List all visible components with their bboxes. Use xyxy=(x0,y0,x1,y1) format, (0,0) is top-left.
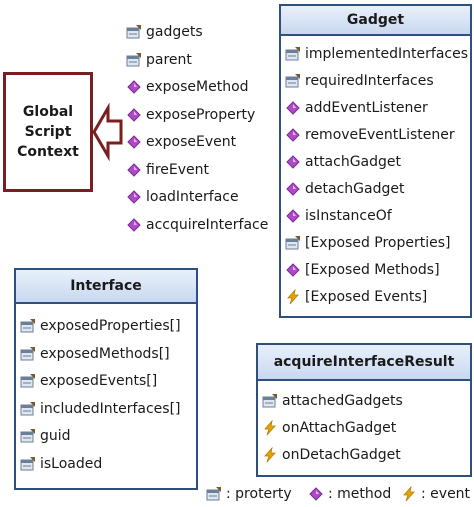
member-row: exposeMethod xyxy=(126,79,249,95)
member-label: exposedProperties[] xyxy=(40,318,181,334)
member-label: guid xyxy=(40,428,71,444)
lightning-icon xyxy=(262,446,278,463)
member-row: includedInterfaces[] xyxy=(20,401,181,417)
property-icon xyxy=(262,393,278,409)
method-icon xyxy=(126,107,142,123)
member-label: onAttachGadget xyxy=(282,420,397,436)
method-icon xyxy=(285,154,301,170)
member-label: exposeProperty xyxy=(146,106,256,123)
member-row: parent xyxy=(126,52,192,68)
member-label: addEventListener xyxy=(305,100,428,116)
member-row: onAttachGadget xyxy=(262,419,397,436)
member-label: attachGadget xyxy=(305,154,402,170)
member-row: isLoaded xyxy=(20,456,102,472)
member-label: includedInterfaces[] xyxy=(40,400,181,417)
acquire-interface-result-box: acquireInterfaceResult attachedGadgets on… xyxy=(256,343,472,477)
property-icon xyxy=(20,428,36,444)
method-icon xyxy=(308,486,324,502)
interface-class-title: Interface xyxy=(16,270,196,304)
legend-method-label: : method xyxy=(328,486,392,502)
member-row: exposeEvent xyxy=(126,134,236,150)
member-row: removeEventListener xyxy=(285,127,455,143)
member-label: onDetachGadget xyxy=(282,447,401,463)
method-icon xyxy=(285,181,301,197)
member-row: exposedMethods[] xyxy=(20,346,170,362)
property-icon xyxy=(20,318,36,334)
legend-event: : event xyxy=(401,485,471,502)
method-icon xyxy=(126,79,142,95)
member-label: attachedGadgets xyxy=(282,393,403,409)
member-label: loadInterface xyxy=(146,189,239,205)
member-row: guid xyxy=(20,428,71,444)
method-icon xyxy=(285,262,301,278)
member-row: exposedEvents[] xyxy=(20,373,157,389)
member-row: attachGadget xyxy=(285,154,401,170)
property-icon xyxy=(285,235,301,251)
property-icon xyxy=(285,73,301,89)
member-row: loadInterface xyxy=(126,189,239,205)
member-label: isInstanceOf xyxy=(305,208,392,224)
member-label: removeEventListener xyxy=(305,127,455,143)
method-icon xyxy=(126,217,142,233)
property-icon xyxy=(20,373,36,389)
member-row: accquireInterface xyxy=(126,217,268,233)
member-label: fireEvent xyxy=(146,161,209,178)
method-icon xyxy=(126,162,142,178)
member-label: exposeEvent xyxy=(146,134,237,150)
global-script-context-label: Global Script Context xyxy=(17,104,79,160)
gadget-class-box: Gadget implementedInterfaces requiredInte… xyxy=(279,4,472,318)
inheritance-arrow xyxy=(92,103,123,162)
member-row: fireEvent xyxy=(126,162,209,178)
method-icon xyxy=(126,189,142,205)
property-icon xyxy=(206,486,222,502)
member-label: gadgets xyxy=(146,24,203,40)
member-row: addEventListener xyxy=(285,100,428,116)
member-row: gadgets xyxy=(126,24,203,40)
member-label: exposedMethods[] xyxy=(40,345,170,362)
lightning-icon xyxy=(285,288,301,305)
member-row: attachedGadgets xyxy=(262,393,403,409)
property-icon xyxy=(126,24,142,40)
interface-class-box: Interface exposedProperties[] exposedMeth… xyxy=(14,268,198,490)
legend-event-label: : event xyxy=(421,486,471,502)
member-row: exposeProperty xyxy=(126,107,255,123)
member-label: [Exposed Properties] xyxy=(305,235,451,251)
property-icon xyxy=(20,456,36,472)
member-label: parent xyxy=(146,51,192,68)
lightning-icon xyxy=(401,485,417,502)
gadget-class-title: Gadget xyxy=(281,6,470,36)
member-row: requiredInterfaces xyxy=(285,73,434,89)
member-row: isInstanceOf xyxy=(285,208,392,224)
member-label: [Exposed Events] xyxy=(305,289,428,305)
legend-property: : proterty xyxy=(206,486,292,502)
member-row: [Exposed Events] xyxy=(285,288,428,305)
member-label: requiredInterfaces xyxy=(305,73,434,89)
acquire-interface-result-title: acquireInterfaceResult xyxy=(258,345,470,381)
property-icon xyxy=(20,401,36,417)
member-label: implementedInterfaces xyxy=(305,46,469,62)
property-icon xyxy=(126,52,142,68)
method-icon xyxy=(126,134,142,150)
member-row: [Exposed Methods] xyxy=(285,262,440,278)
member-label: accquireInterface xyxy=(146,216,269,233)
global-script-context-box: Global Script Context xyxy=(3,72,93,192)
member-label: detachGadget xyxy=(305,181,405,197)
property-icon xyxy=(285,46,301,62)
method-icon xyxy=(285,127,301,143)
member-row: [Exposed Properties] xyxy=(285,235,451,251)
legend-property-label: : proterty xyxy=(226,486,292,502)
member-label: isLoaded xyxy=(40,455,103,472)
member-label: exposedEvents[] xyxy=(40,373,158,389)
property-icon xyxy=(20,346,36,362)
method-icon xyxy=(285,100,301,116)
method-icon xyxy=(285,208,301,224)
lightning-icon xyxy=(262,419,278,436)
member-row: detachGadget xyxy=(285,181,404,197)
member-label: exposeMethod xyxy=(146,79,249,95)
member-row: implementedInterfaces xyxy=(285,46,468,62)
member-row: onDetachGadget xyxy=(262,446,401,463)
member-row: exposedProperties[] xyxy=(20,318,181,334)
legend-method: : method xyxy=(308,486,391,502)
member-label: [Exposed Methods] xyxy=(305,262,440,278)
